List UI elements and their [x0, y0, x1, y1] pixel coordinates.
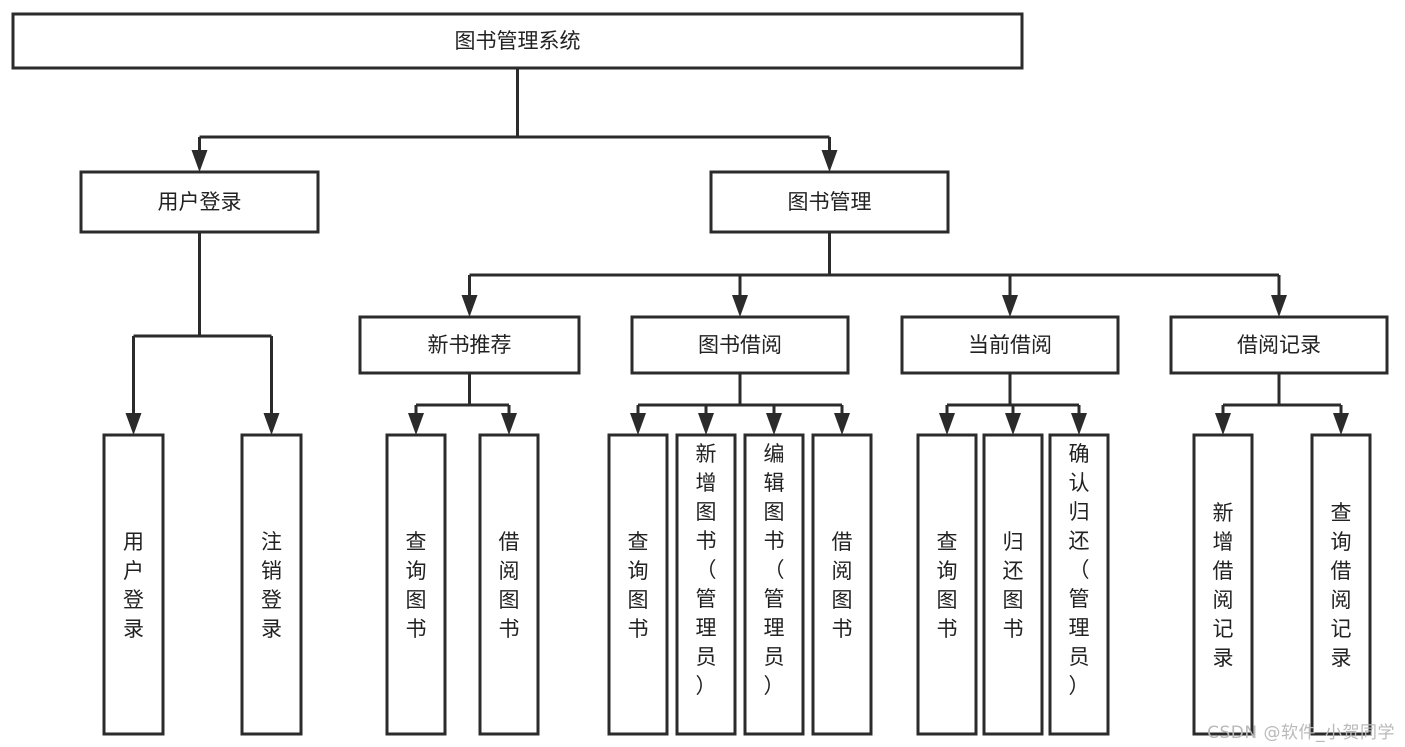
node-box-leaf-borrow-book-recommend[interactable]: [478, 433, 540, 736]
arrow-head-icon: [821, 150, 838, 172]
node-leaf-return-book[interactable]: 归还图书: [982, 433, 1044, 736]
node-box-leaf-query-book-borrow[interactable]: [607, 433, 669, 736]
node-box-current-borrow[interactable]: [900, 315, 1120, 375]
node-box-book-management[interactable]: [709, 170, 950, 234]
connector-group: [191, 68, 838, 172]
node-box-leaf-edit-book[interactable]: [743, 433, 805, 736]
node-user-login[interactable]: 用户登录: [79, 170, 320, 234]
node-label-root: 图书管理系统: [455, 29, 581, 53]
node-layer: 图书管理系统用户登录图书管理新书推荐图书借阅当前借阅借阅记录用户登录注销登录查询…: [11, 12, 1389, 736]
node-label-leaf-user-login: 用户登录: [123, 530, 144, 641]
connector-group: [630, 373, 850, 435]
node-box-leaf-query-book-recommend[interactable]: [385, 433, 447, 736]
node-box-user-login[interactable]: [79, 170, 320, 234]
node-new-book-recommend[interactable]: 新书推荐: [358, 315, 581, 375]
node-box-root[interactable]: [11, 12, 1024, 70]
arrow-head-icon: [834, 413, 850, 435]
node-label-leaf-borrow-book-recommend: 借阅图书: [499, 530, 520, 641]
node-label-leaf-add-book: 新增图书（管理员）: [696, 442, 717, 698]
node-leaf-edit-book[interactable]: 编辑图书（管理员）: [743, 433, 805, 736]
arrow-head-icon: [1215, 413, 1231, 435]
node-label-leaf-return-book: 归还图书: [1003, 530, 1024, 641]
node-box-leaf-user-login[interactable]: [102, 433, 165, 736]
node-box-borrow-record[interactable]: [1169, 315, 1389, 375]
connector-group: [461, 232, 1287, 317]
arrow-head-icon: [1333, 413, 1349, 435]
arrow-head-icon: [766, 413, 782, 435]
node-box-leaf-confirm-return[interactable]: [1048, 433, 1110, 736]
node-label-book-management: 图书管理: [788, 190, 872, 214]
node-leaf-query-borrow-record[interactable]: 查询借阅记录: [1310, 433, 1372, 736]
node-label-leaf-add-borrow-record: 新增借阅记录: [1213, 501, 1234, 670]
node-leaf-query-book-recommend[interactable]: 查询图书: [385, 433, 447, 736]
connector-layer: [125, 68, 1349, 435]
node-box-book-borrow[interactable]: [630, 315, 850, 375]
node-book-management[interactable]: 图书管理: [709, 170, 950, 234]
node-label-leaf-confirm-return: 确认归还（管理员）: [1069, 442, 1090, 698]
node-label-leaf-edit-book: 编辑图书（管理员）: [764, 442, 785, 698]
node-leaf-add-borrow-record[interactable]: 新增借阅记录: [1192, 433, 1254, 736]
arrow-head-icon: [501, 413, 517, 435]
node-label-leaf-query-book-borrow: 查询图书: [628, 530, 649, 641]
node-leaf-confirm-return[interactable]: 确认归还（管理员）: [1048, 433, 1110, 736]
arrow-head-icon: [1271, 295, 1287, 317]
node-leaf-borrow-book-recommend[interactable]: 借阅图书: [478, 433, 540, 736]
node-leaf-borrow-book[interactable]: 借阅图书: [811, 433, 873, 736]
node-label-current-borrow: 当前借阅: [968, 333, 1052, 357]
node-label-borrow-record: 借阅记录: [1237, 333, 1321, 357]
arrow-head-icon: [1002, 295, 1018, 317]
connector-group: [408, 373, 517, 435]
connector-group: [1215, 373, 1349, 435]
node-root[interactable]: 图书管理系统: [11, 12, 1024, 70]
node-box-leaf-query-book-current[interactable]: [916, 433, 978, 736]
arrow-head-icon: [408, 413, 424, 435]
node-label-leaf-query-book-recommend: 查询图书: [406, 530, 427, 641]
node-label-new-book-recommend: 新书推荐: [428, 333, 512, 357]
node-label-leaf-logout: 注销登录: [261, 530, 282, 641]
connector-group: [125, 232, 280, 435]
node-leaf-logout[interactable]: 注销登录: [240, 433, 303, 736]
node-book-borrow[interactable]: 图书借阅: [630, 315, 850, 375]
arrow-head-icon: [939, 413, 955, 435]
node-box-leaf-logout[interactable]: [240, 433, 303, 736]
arrow-head-icon: [698, 413, 714, 435]
connector-group: [939, 373, 1087, 435]
node-leaf-query-book-borrow[interactable]: 查询图书: [607, 433, 669, 736]
node-label-leaf-borrow-book: 借阅图书: [832, 530, 853, 641]
node-borrow-record[interactable]: 借阅记录: [1169, 315, 1389, 375]
node-leaf-user-login[interactable]: 用户登录: [102, 433, 165, 736]
node-label-user-login: 用户登录: [158, 190, 242, 214]
node-box-leaf-add-borrow-record[interactable]: [1192, 433, 1254, 736]
arrow-head-icon: [125, 413, 142, 435]
node-current-borrow[interactable]: 当前借阅: [900, 315, 1120, 375]
node-box-leaf-borrow-book[interactable]: [811, 433, 873, 736]
node-label-book-borrow: 图书借阅: [698, 333, 782, 357]
arrow-head-icon: [191, 150, 208, 172]
arrow-head-icon: [630, 413, 646, 435]
node-label-leaf-query-borrow-record: 查询借阅记录: [1331, 501, 1352, 670]
node-leaf-add-book[interactable]: 新增图书（管理员）: [675, 433, 737, 736]
arrow-head-icon: [1071, 413, 1087, 435]
arrow-head-icon: [461, 295, 478, 317]
node-box-leaf-return-book[interactable]: [982, 433, 1044, 736]
node-leaf-query-book-current[interactable]: 查询图书: [916, 433, 978, 736]
node-box-leaf-add-book[interactable]: [675, 433, 737, 736]
node-box-leaf-query-borrow-record[interactable]: [1310, 433, 1372, 736]
node-label-leaf-query-book-current: 查询图书: [937, 530, 958, 641]
node-box-new-book-recommend[interactable]: [358, 315, 581, 375]
arrow-head-icon: [1005, 413, 1021, 435]
arrow-head-icon: [263, 413, 280, 435]
arrow-head-icon: [732, 295, 748, 317]
